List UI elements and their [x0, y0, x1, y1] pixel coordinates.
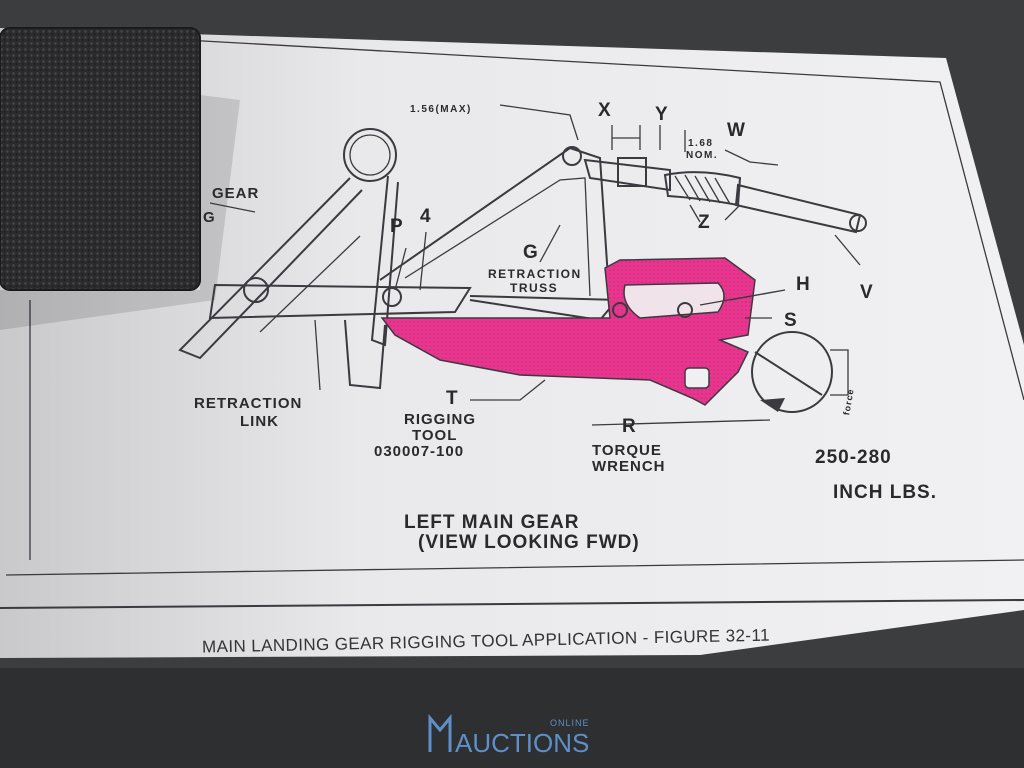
actuator-assembly [583, 157, 867, 234]
label-gear-2: G [203, 209, 216, 226]
label-y: Y [655, 104, 669, 125]
drawing-frame-lines [5, 300, 1024, 576]
label-p: P [390, 216, 404, 237]
label-rigging-tool-2: TOOL [412, 427, 457, 444]
foam-shadow [0, 95, 240, 330]
label-rigging-tool-1: RIGGING [404, 411, 476, 428]
label-torque-wrench-2: WRENCH [592, 458, 666, 475]
rigging-tool-highlight [380, 257, 756, 406]
foam-block [0, 28, 200, 290]
label-dim-max: 1.56(MAX) [410, 104, 472, 115]
label-retraction-truss-1: RETRACTION [488, 267, 582, 281]
auctions-watermark: AUCTIONS ONLINE [428, 713, 590, 758]
label-w: W [727, 120, 746, 141]
label-rigging-tool-part: 030007-100 [374, 443, 464, 460]
watermark-tag: ONLINE [550, 718, 590, 728]
diagram-title: LEFT MAIN GEAR [404, 512, 580, 533]
label-gear-1: GEAR [212, 185, 259, 202]
label-r: R [622, 416, 637, 437]
label-x: X [598, 100, 612, 121]
retraction-truss [379, 146, 621, 322]
torque-wrench-symbol [591, 331, 849, 426]
drawing-frame-top [184, 39, 1024, 401]
label-torque-value: 250-280 [815, 447, 892, 468]
caption-rule [0, 599, 1024, 609]
watermark-brand: AUCTIONS [455, 728, 589, 758]
label-retraction-truss-2: TRUSS [510, 281, 558, 295]
label-torque-unit: INCH LBS. [833, 482, 937, 503]
label-retraction-link-2: LINK [240, 413, 279, 430]
retraction-link [208, 277, 472, 390]
label-four: 4 [420, 206, 432, 227]
label-t: T [446, 388, 459, 409]
label-dim-nom-value: 1.68 [688, 138, 713, 149]
label-h: H [796, 274, 811, 295]
label-z: Z [698, 212, 711, 233]
diagram-subtitle: (VIEW LOOKING FWD) [418, 532, 640, 553]
tray-shadow [0, 668, 1024, 768]
label-g: G [523, 242, 539, 263]
label-retraction-link-1: RETRACTION [194, 395, 302, 412]
auction-logo-icon [428, 713, 452, 752]
leader-lines [209, 104, 861, 401]
label-s: S [784, 310, 798, 331]
foam-block-edge [0, 27, 201, 291]
label-torque-wrench-1: TORQUE [592, 442, 662, 459]
label-dim-nom-unit: NOM. [686, 150, 718, 161]
label-v: V [860, 282, 874, 303]
label-force: force [841, 388, 856, 416]
